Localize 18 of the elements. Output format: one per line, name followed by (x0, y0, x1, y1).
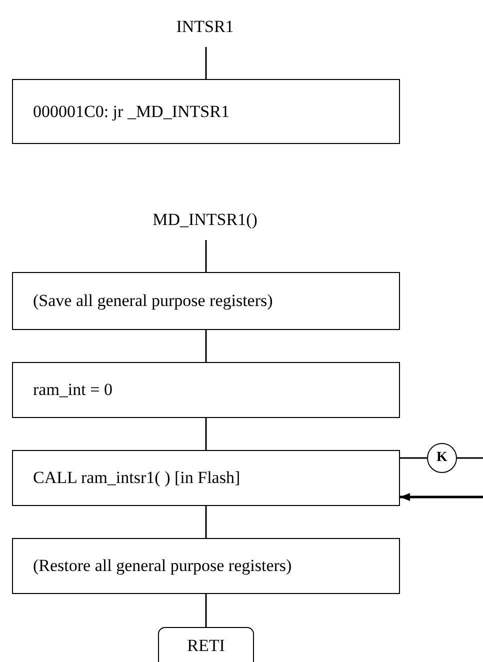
connector-line (400, 457, 427, 459)
connector-line (205, 47, 207, 79)
process-box: (Restore all general purpose registers) (12, 538, 400, 594)
process-box: (Save all general purpose registers) (12, 272, 400, 330)
connector-circle: K (427, 443, 457, 473)
connector-line (205, 594, 207, 627)
connector-line (205, 418, 207, 450)
heading-text: MD_INTSR1() (152, 210, 258, 230)
heading-text: INTSR1 (176, 17, 234, 37)
arrow (400, 493, 483, 501)
connector-line (205, 330, 207, 362)
process-box: CALL ram_intsr1( ) [in Flash] (12, 450, 400, 506)
terminal-box: RETI (158, 627, 254, 662)
process-box: ram_int = 0 (12, 362, 400, 418)
connector-line (205, 240, 207, 272)
process-box: 000001C0: jr _MD_INTSR1 (12, 79, 400, 144)
connector-line (457, 457, 483, 459)
connector-line (205, 506, 207, 538)
